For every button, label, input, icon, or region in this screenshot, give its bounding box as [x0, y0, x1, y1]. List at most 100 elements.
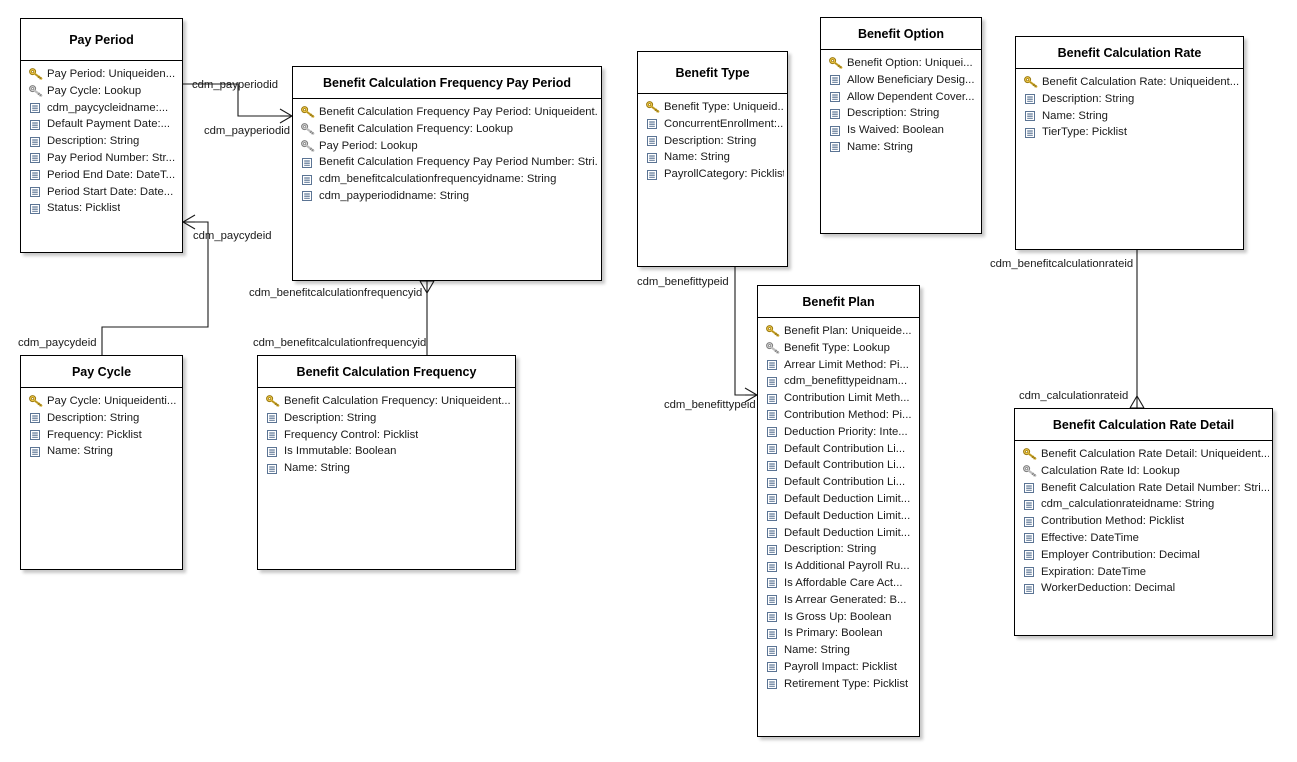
attribute-row[interactable]: Description: String [258, 410, 515, 427]
entity-title-benefit-type: Benefit Type [638, 52, 787, 94]
entity-pay-period[interactable]: Pay Period Pay Period: Uniqueiden...Pay … [20, 18, 183, 253]
attribute-row[interactable]: cdm_benefittypeidnam... [758, 373, 919, 390]
attribute-row[interactable]: Default Contribution Li... [758, 441, 919, 458]
attribute-row[interactable]: Deduction Priority: Inte... [758, 424, 919, 441]
attribute-row[interactable]: Is Gross Up: Boolean [758, 609, 919, 626]
attribute-row[interactable]: Default Deduction Limit... [758, 491, 919, 508]
entity-benefit-calculation-frequency-pay-period[interactable]: Benefit Calculation Frequency Pay Period… [292, 66, 602, 281]
attribute-row[interactable]: Period End Date: DateT... [21, 167, 182, 184]
attribute-row[interactable]: Benefit Calculation Frequency Pay Period… [293, 104, 601, 121]
attribute-row[interactable]: cdm_paycycleidname:... [21, 100, 182, 117]
attribute-row[interactable]: Benefit Type: Uniqueid... [638, 99, 787, 116]
attribute-row[interactable]: Description: String [638, 133, 787, 150]
attribute-row[interactable]: Arrear Limit Method: Pi... [758, 357, 919, 374]
attribute-row[interactable]: Is Immutable: Boolean [258, 443, 515, 460]
relationship-label-calcrateid-bottom: cdm_calculationrateid [1019, 390, 1129, 402]
attribute-row[interactable]: Payroll Impact: Picklist [758, 659, 919, 676]
attribute-row[interactable]: Pay Period: Lookup [293, 138, 601, 155]
attribute-row[interactable]: Pay Cycle: Uniqueidenti... [21, 393, 182, 410]
attribute-label: Benefit Calculation Rate Detail: Uniquei… [1041, 448, 1269, 460]
attribute-row[interactable]: Allow Dependent Cover... [821, 89, 981, 106]
entity-benefit-calculation-rate[interactable]: Benefit Calculation Rate Benefit Calcula… [1015, 36, 1244, 250]
relationship-label-paycydeid-bottom: cdm_paycydeid [18, 337, 97, 349]
attribute-row[interactable]: WorkerDeduction: Decimal [1015, 580, 1272, 597]
attribute-row[interactable]: Description: String [21, 133, 182, 150]
lookup-key-icon [766, 342, 780, 354]
attribute-row[interactable]: Calculation Rate Id: Lookup [1015, 463, 1272, 480]
attribute-row[interactable]: Default Deduction Limit... [758, 508, 919, 525]
attribute-row[interactable]: PayrollCategory: Picklist [638, 166, 787, 183]
attribute-label: Benefit Option: Uniquei... [847, 57, 973, 69]
attribute-row[interactable]: Pay Cycle: Lookup [21, 83, 182, 100]
attribute-row[interactable]: Name: String [821, 139, 981, 156]
attribute-icon [1024, 127, 1038, 139]
attribute-row[interactable]: Benefit Calculation Rate: Uniqueident... [1016, 74, 1243, 91]
attribute-row[interactable]: Benefit Calculation Frequency: Lookup [293, 121, 601, 138]
attribute-row[interactable]: Description: String [758, 541, 919, 558]
attribute-row[interactable]: Is Arrear Generated: B... [758, 592, 919, 609]
attribute-row[interactable]: Frequency: Picklist [21, 427, 182, 444]
attribute-row[interactable]: TierType: Picklist [1016, 124, 1243, 141]
lookup-key-icon [29, 85, 43, 97]
lookup-key-icon [301, 123, 315, 135]
attribute-row[interactable]: Benefit Plan: Uniqueide... [758, 323, 919, 340]
attribute-row[interactable]: Retirement Type: Picklist [758, 676, 919, 693]
attribute-row[interactable]: Benefit Calculation Frequency: Uniqueide… [258, 393, 515, 410]
crowfoot-payperiod-bcfpp [279, 108, 294, 124]
attribute-row[interactable]: Is Affordable Care Act... [758, 575, 919, 592]
attribute-row[interactable]: Default Deduction Limit... [758, 525, 919, 542]
attribute-row[interactable]: Allow Beneficiary Desig... [821, 72, 981, 89]
attribute-row[interactable]: Benefit Calculation Rate Detail: Uniquei… [1015, 446, 1272, 463]
attribute-row[interactable]: Benefit Calculation Frequency Pay Period… [293, 154, 601, 171]
attribute-label: Benefit Calculation Frequency Pay Period… [319, 106, 598, 118]
attribute-row[interactable]: Description: String [821, 105, 981, 122]
entity-benefit-option[interactable]: Benefit Option Benefit Option: Uniquei..… [820, 17, 982, 234]
attribute-row[interactable]: cdm_calculationrateidname: String [1015, 496, 1272, 513]
entity-benefit-plan[interactable]: Benefit Plan Benefit Plan: Uniqueide...B… [757, 285, 920, 737]
attribute-row[interactable]: Effective: DateTime [1015, 530, 1272, 547]
attribute-row[interactable]: Frequency Control: Picklist [258, 427, 515, 444]
attribute-row[interactable]: Benefit Type: Lookup [758, 340, 919, 357]
attribute-row[interactable]: Expiration: DateTime [1015, 564, 1272, 581]
attribute-row[interactable]: Default Payment Date:... [21, 116, 182, 133]
attribute-row[interactable]: Is Primary: Boolean [758, 625, 919, 642]
attribute-row[interactable]: Contribution Method: Picklist [1015, 513, 1272, 530]
attribute-row[interactable]: Contribution Limit Meth... [758, 390, 919, 407]
attribute-row[interactable]: Name: String [21, 443, 182, 460]
attribute-icon [1024, 110, 1038, 122]
attribute-row[interactable]: Pay Period Number: Str... [21, 150, 182, 167]
attribute-row[interactable]: Name: String [1016, 108, 1243, 125]
attribute-row[interactable]: Contribution Method: Pi... [758, 407, 919, 424]
attribute-label: Retirement Type: Picklist [784, 677, 909, 690]
attribute-row[interactable]: Period Start Date: Date... [21, 184, 182, 201]
entity-pay-cycle[interactable]: Pay Cycle Pay Cycle: Uniqueidenti...Desc… [20, 355, 183, 570]
entity-benefit-type[interactable]: Benefit Type Benefit Type: Uniqueid...Co… [637, 51, 788, 267]
attribute-row[interactable]: ConcurrentEnrollment:... [638, 116, 787, 133]
attribute-label: Contribution Method: Picklist [1041, 515, 1185, 528]
attribute-icon [766, 510, 780, 522]
attribute-row[interactable]: Default Contribution Li... [758, 457, 919, 474]
attribute-row[interactable]: Name: String [638, 149, 787, 166]
attribute-row[interactable]: Description: String [1016, 91, 1243, 108]
attribute-label: Frequency: Picklist [47, 428, 142, 441]
attribute-list-benefit-calculation-rate-detail: Benefit Calculation Rate Detail: Uniquei… [1015, 441, 1272, 597]
attribute-icon [1023, 532, 1037, 544]
attribute-row[interactable]: Is Additional Payroll Ru... [758, 558, 919, 575]
attribute-row[interactable]: Description: String [21, 410, 182, 427]
attribute-row[interactable]: cdm_benefitcalculationfrequencyidname: S… [293, 171, 601, 188]
entity-benefit-calculation-rate-detail[interactable]: Benefit Calculation Rate Detail Benefit … [1014, 408, 1273, 636]
attribute-row[interactable]: Pay Period: Uniqueiden... [21, 66, 182, 83]
attribute-label: Period End Date: DateT... [47, 168, 176, 181]
attribute-row[interactable]: cdm_payperiodidname: String [293, 188, 601, 205]
attribute-row[interactable]: Benefit Calculation Rate Detail Number: … [1015, 480, 1272, 497]
attribute-label: Period Start Date: Date... [47, 185, 174, 198]
attribute-row[interactable]: Is Waived: Boolean [821, 122, 981, 139]
attribute-row[interactable]: Employer Contribution: Decimal [1015, 547, 1272, 564]
attribute-row[interactable]: Benefit Option: Uniquei... [821, 55, 981, 72]
attribute-row[interactable]: Name: String [258, 460, 515, 477]
attribute-row[interactable]: Status: Picklist [21, 200, 182, 217]
attribute-row[interactable]: Default Contribution Li... [758, 474, 919, 491]
attribute-icon [766, 594, 780, 606]
entity-benefit-calculation-frequency[interactable]: Benefit Calculation Frequency Benefit Ca… [257, 355, 516, 570]
attribute-row[interactable]: Name: String [758, 642, 919, 659]
